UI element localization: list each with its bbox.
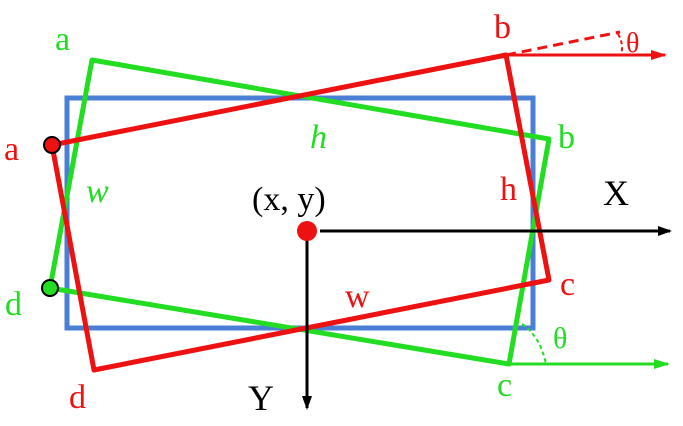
red-angle-arc: [617, 33, 623, 56]
red-theta-label: θ: [626, 28, 639, 59]
red-label-c: c: [560, 266, 575, 303]
green-angle-arc: [521, 323, 547, 365]
green-theta-label: θ: [553, 322, 567, 355]
green-label-a: a: [55, 21, 70, 58]
green-label-w: w: [86, 173, 109, 210]
green-corner-d-dot: [41, 279, 59, 297]
red-label-b: b: [494, 9, 511, 46]
y-axis-label: Y: [248, 378, 274, 418]
center-label: (x, y): [252, 181, 326, 218]
x-axis-label: X: [603, 173, 629, 213]
red-label-w: w: [345, 278, 370, 315]
red-rotated-box: [49, 52, 552, 373]
red-label-d: d: [69, 379, 86, 416]
red-extension-dashed: [505, 30, 621, 57]
green-label-h: h: [310, 119, 327, 156]
red-label-a: a: [4, 131, 19, 168]
green-label-d: d: [5, 286, 22, 323]
red-corner-a-dot: [43, 136, 61, 154]
red-label-h: h: [500, 171, 517, 208]
center-point: [297, 221, 317, 241]
green-label-b: b: [558, 119, 575, 156]
green-label-c: c: [497, 367, 512, 404]
